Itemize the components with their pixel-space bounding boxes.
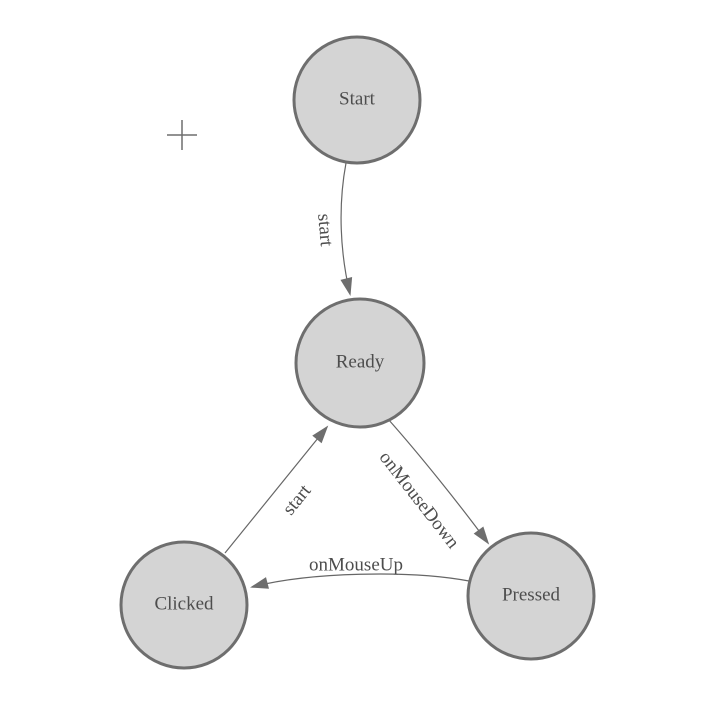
state-circle-pressed[interactable] (466, 531, 596, 661)
edge-ready-to-pressed[interactable] (387, 418, 490, 545)
edge-pressed-to-clicked[interactable] (250, 573, 470, 589)
edge-label-ready-to-pressed: onMouseDown (375, 447, 464, 553)
edges (224, 162, 490, 589)
state-label-start: Start (339, 89, 376, 110)
node-clicked[interactable]: Clicked (119, 540, 249, 670)
edge-clicked-to-ready[interactable] (224, 425, 329, 554)
state-circle-clicked[interactable] (119, 540, 249, 670)
crosshair-cursor-icon (167, 120, 197, 150)
edge-label-clicked-to-ready: start (279, 480, 316, 519)
state-circle-ready[interactable] (294, 297, 426, 429)
state-label-pressed: Pressed (502, 585, 561, 606)
state-label-clicked: Clicked (154, 594, 214, 615)
state-circle-start[interactable] (292, 35, 422, 165)
nodes: Start Ready Clicked Pressed (119, 35, 596, 670)
node-start[interactable]: Start (292, 35, 422, 165)
state-label-ready: Ready (336, 352, 385, 373)
node-pressed[interactable]: Pressed (466, 531, 596, 661)
edge-label-pressed-to-clicked: onMouseUp (309, 555, 403, 576)
edge-label-start-to-ready: start (313, 213, 337, 248)
edge-start-to-ready[interactable] (340, 162, 353, 296)
node-ready[interactable]: Ready (294, 297, 426, 429)
